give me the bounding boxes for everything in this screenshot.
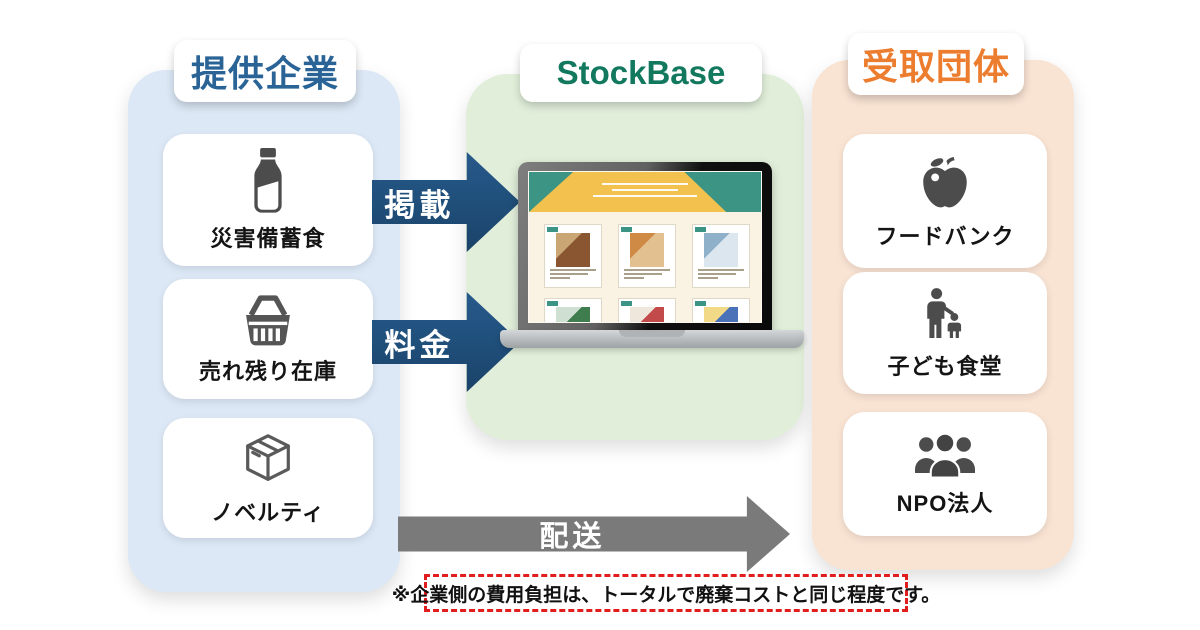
- shopping-basket-icon: [237, 293, 299, 347]
- box-icon: [238, 430, 298, 488]
- receiver-item-npo: NPO法人: [843, 412, 1047, 536]
- laptop-screen: [528, 171, 762, 323]
- product-text-line: [624, 269, 670, 271]
- banner-text-line: [602, 183, 688, 185]
- product-card: [692, 298, 750, 322]
- provider-item-label: 売れ残り在庫: [198, 358, 337, 384]
- product-image: [556, 233, 590, 267]
- product-grid: [529, 212, 761, 322]
- product-card: [692, 224, 750, 288]
- product-image: [556, 307, 590, 322]
- banner-text-line: [612, 189, 678, 191]
- product-tag: [621, 227, 632, 232]
- receiver-item-label: 子ども食堂: [887, 353, 1003, 379]
- receiver-item-food-bank: フードバンク: [843, 134, 1047, 268]
- provider-title: 提供企業: [190, 53, 339, 94]
- listing-arrow-label: 掲載: [384, 187, 455, 223]
- people-group-icon: [912, 431, 978, 479]
- platform-title: StockBase: [556, 54, 726, 91]
- product-tag: [547, 227, 558, 232]
- product-card: [618, 298, 676, 322]
- provider-item-disaster-stock-food: 災害備蓄食: [163, 134, 373, 266]
- product-tag: [621, 301, 632, 306]
- receiver-item-children-cafeteria: 子ども食堂: [843, 272, 1047, 394]
- product-card: [618, 224, 676, 288]
- product-text-line: [698, 269, 744, 271]
- delivery-arrow: 配送: [398, 496, 790, 572]
- receiver-item-label: NPO法人: [896, 490, 994, 516]
- product-text-line: [550, 269, 596, 271]
- provider-title-badge: 提供企業: [174, 40, 356, 102]
- website-header: [529, 172, 761, 212]
- product-card: [544, 224, 602, 288]
- product-text-line: [550, 277, 570, 279]
- platform-title-badge: StockBase: [520, 44, 762, 102]
- product-image: [704, 307, 738, 322]
- cost-note-text: ※企業側の費用負担は、トータルで廃棄コストと同じ程度です。: [391, 584, 941, 606]
- product-text-line: [624, 273, 662, 275]
- fee-arrow-label: 料金: [384, 327, 455, 363]
- laptop-base: [500, 330, 804, 348]
- product-image: [630, 233, 664, 267]
- website-banner: [529, 172, 727, 212]
- apple-icon: [916, 152, 974, 212]
- receiver-item-label: フードバンク: [875, 223, 1015, 249]
- cost-note-box: ※企業側の費用負担は、トータルで廃棄コストと同じ程度です。: [392, 574, 940, 612]
- product-text-line: [550, 273, 588, 275]
- product-text-line: [624, 277, 644, 279]
- receiver-title: 受取団体: [861, 46, 1010, 87]
- product-image: [704, 233, 738, 267]
- delivery-arrow-label: 配送: [539, 521, 606, 553]
- provider-item-label: ノベルティ: [211, 499, 325, 525]
- product-card: [544, 298, 602, 322]
- provider-item-unsold-inventory: 売れ残り在庫: [163, 279, 373, 399]
- product-text-line: [698, 277, 718, 279]
- receiver-title-badge: 受取団体: [848, 33, 1024, 95]
- product-tag: [547, 301, 558, 306]
- product-text-line: [698, 273, 736, 275]
- provider-item-label: 災害備蓄食: [210, 225, 326, 251]
- laptop-base-notch: [619, 330, 685, 337]
- product-image: [630, 307, 664, 322]
- parent-child-icon: [921, 286, 969, 342]
- product-tag: [695, 301, 706, 306]
- banner-text-line: [593, 195, 697, 197]
- milk-bottle-icon: [245, 147, 291, 214]
- provider-item-novelty: ノベルティ: [163, 418, 373, 538]
- product-tag: [695, 227, 706, 232]
